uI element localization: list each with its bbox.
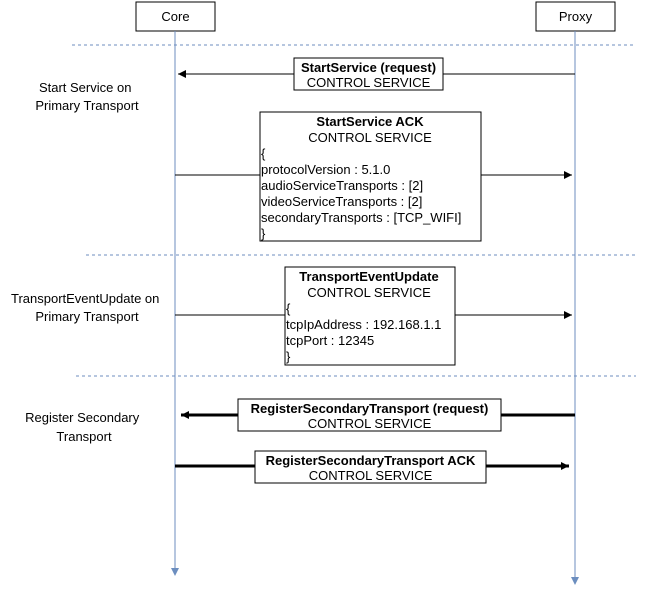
message-line: CONTROL SERVICE <box>308 130 432 145</box>
core-lifeline-end-arrow <box>171 568 179 576</box>
message-transport-event-update: TransportEventUpdate CONTROL SERVICE { t… <box>284 266 456 366</box>
message-title: TransportEventUpdate <box>299 269 438 284</box>
message-line: } <box>261 226 266 241</box>
message-start-service-ack: StartService ACK CONTROL SERVICE { proto… <box>259 111 482 242</box>
message-start-service-request: StartService (request) CONTROL SERVICE <box>293 57 444 91</box>
participant-proxy: Proxy <box>535 1 616 32</box>
message-line: secondaryTransports : [TCP_WIFI] <box>261 210 461 225</box>
message-title: RegisterSecondaryTransport ACK <box>266 453 476 468</box>
message-line: tcpPort : 12345 <box>286 333 374 348</box>
message-register-secondary-request: RegisterSecondaryTransport (request) CON… <box>237 398 502 432</box>
message-title: StartService ACK <box>316 114 424 129</box>
participant-proxy-label: Proxy <box>559 9 593 24</box>
section-label-start-service: Start Service on Primary Transport <box>35 80 139 113</box>
message-line: } <box>286 349 291 364</box>
participant-core-label: Core <box>161 9 189 24</box>
message-title: RegisterSecondaryTransport (request) <box>251 401 489 416</box>
message-line: { <box>286 301 291 316</box>
message-register-secondary-ack: RegisterSecondaryTransport ACK CONTROL S… <box>254 450 487 484</box>
proxy-lifeline-end-arrow <box>571 577 579 585</box>
section-label-transport-event-update: TransportEventUpdate on Primary Transpor… <box>11 291 163 324</box>
message-line: tcpIpAddress : 192.168.1.1 <box>286 317 441 332</box>
message-line: videoServiceTransports : [2] <box>261 194 422 209</box>
message-line: { <box>261 146 266 161</box>
message-line: protocolVersion : 5.1.0 <box>261 162 390 177</box>
message-line: audioServiceTransports : [2] <box>261 178 423 193</box>
participant-core: Core <box>135 1 216 32</box>
message-line: CONTROL SERVICE <box>308 416 432 431</box>
message-line: CONTROL SERVICE <box>309 468 433 483</box>
message-title: StartService (request) <box>301 60 436 75</box>
message-line: CONTROL SERVICE <box>307 75 431 90</box>
section-label-register-secondary: Register Secondary Transport <box>25 410 143 444</box>
message-line: CONTROL SERVICE <box>307 285 431 300</box>
